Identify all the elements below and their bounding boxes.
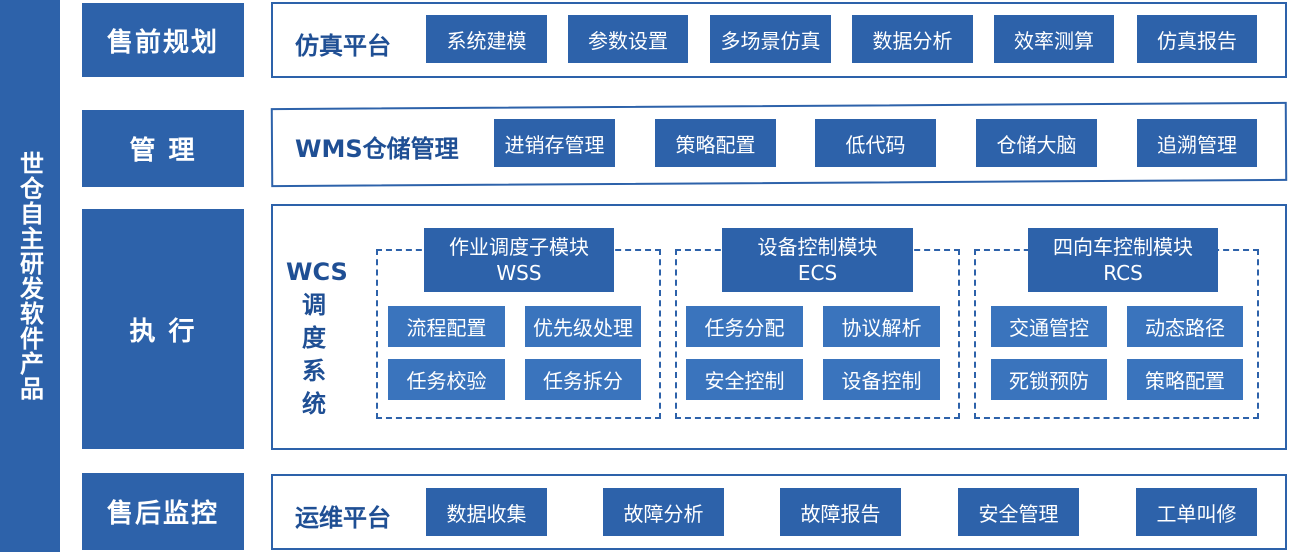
- wss-item-2: 优先级处理: [525, 306, 641, 347]
- wcs-title-line-3: 度: [302, 324, 326, 352]
- wcs-title-line-2: 调: [302, 291, 326, 319]
- wms-title: WMS仓储管理: [295, 135, 459, 163]
- ecs-item-1: 任务分配: [686, 306, 803, 347]
- ecs-item-3: 安全控制: [686, 359, 803, 400]
- wms-button-4: 仓储大脑: [976, 119, 1097, 167]
- category-aftersale: 售后监控: [82, 473, 244, 550]
- simulation-platform-title: 仿真平台: [295, 32, 391, 60]
- ops-button-3: 故障报告: [780, 488, 901, 536]
- wms-button-1: 进销存管理: [494, 119, 615, 167]
- module-wss-name: 作业调度子模块: [449, 235, 589, 259]
- rcs-item-3: 死锁预防: [991, 359, 1107, 400]
- ops-button-4: 安全管理: [958, 488, 1079, 536]
- wss-item-4: 任务拆分: [525, 359, 641, 400]
- ops-button-5: 工单叫修: [1136, 488, 1257, 536]
- sim-button-4: 数据分析: [852, 15, 973, 63]
- sim-button-3: 多场景仿真: [710, 15, 831, 63]
- operations-platform-title: 运维平台: [295, 504, 391, 532]
- sim-button-1: 系统建模: [426, 15, 547, 63]
- ops-button-2: 故障分析: [603, 488, 724, 536]
- module-ecs-name: 设备控制模块: [757, 235, 878, 259]
- wcs-title-line-5: 统: [302, 390, 326, 418]
- rcs-item-1: 交通管控: [991, 306, 1107, 347]
- sim-button-6: 仿真报告: [1137, 15, 1257, 63]
- category-exec: 执 行: [82, 209, 244, 449]
- module-rcs-header: 四向车控制模块 RCS: [1028, 228, 1218, 292]
- wcs-title-line-1: WCS: [286, 258, 348, 286]
- rcs-item-2: 动态路径: [1127, 306, 1243, 347]
- module-ecs-abbr: ECS: [797, 261, 838, 285]
- sim-button-2: 参数设置: [568, 15, 688, 63]
- category-manage: 管 理: [82, 110, 244, 187]
- wms-button-2: 策略配置: [655, 119, 776, 167]
- wss-item-1: 流程配置: [388, 306, 505, 347]
- category-presale: 售前规划: [82, 3, 244, 77]
- wms-button-3: 低代码: [815, 119, 936, 167]
- side-title-bar: 世仓自主研发软件产品: [0, 0, 60, 552]
- wcs-title: WCS 调 度 系 统: [286, 256, 348, 421]
- module-ecs-header: 设备控制模块 ECS: [722, 228, 913, 292]
- ecs-item-2: 协议解析: [823, 306, 940, 347]
- module-wss-abbr: WSS: [496, 261, 542, 285]
- module-rcs-name: 四向车控制模块: [1053, 235, 1193, 259]
- wcs-title-line-4: 系: [302, 357, 326, 385]
- panel-operations: [271, 474, 1287, 550]
- module-wss-header: 作业调度子模块 WSS: [424, 228, 614, 292]
- wss-item-3: 任务校验: [388, 359, 505, 400]
- sim-button-5: 效率测算: [994, 15, 1114, 63]
- ecs-item-4: 设备控制: [823, 359, 940, 400]
- side-title: 世仓自主研发软件产品: [15, 151, 44, 401]
- rcs-item-4: 策略配置: [1127, 359, 1243, 400]
- module-rcs-abbr: RCS: [1103, 261, 1143, 285]
- ops-button-1: 数据收集: [426, 488, 547, 536]
- wms-button-5: 追溯管理: [1137, 119, 1257, 167]
